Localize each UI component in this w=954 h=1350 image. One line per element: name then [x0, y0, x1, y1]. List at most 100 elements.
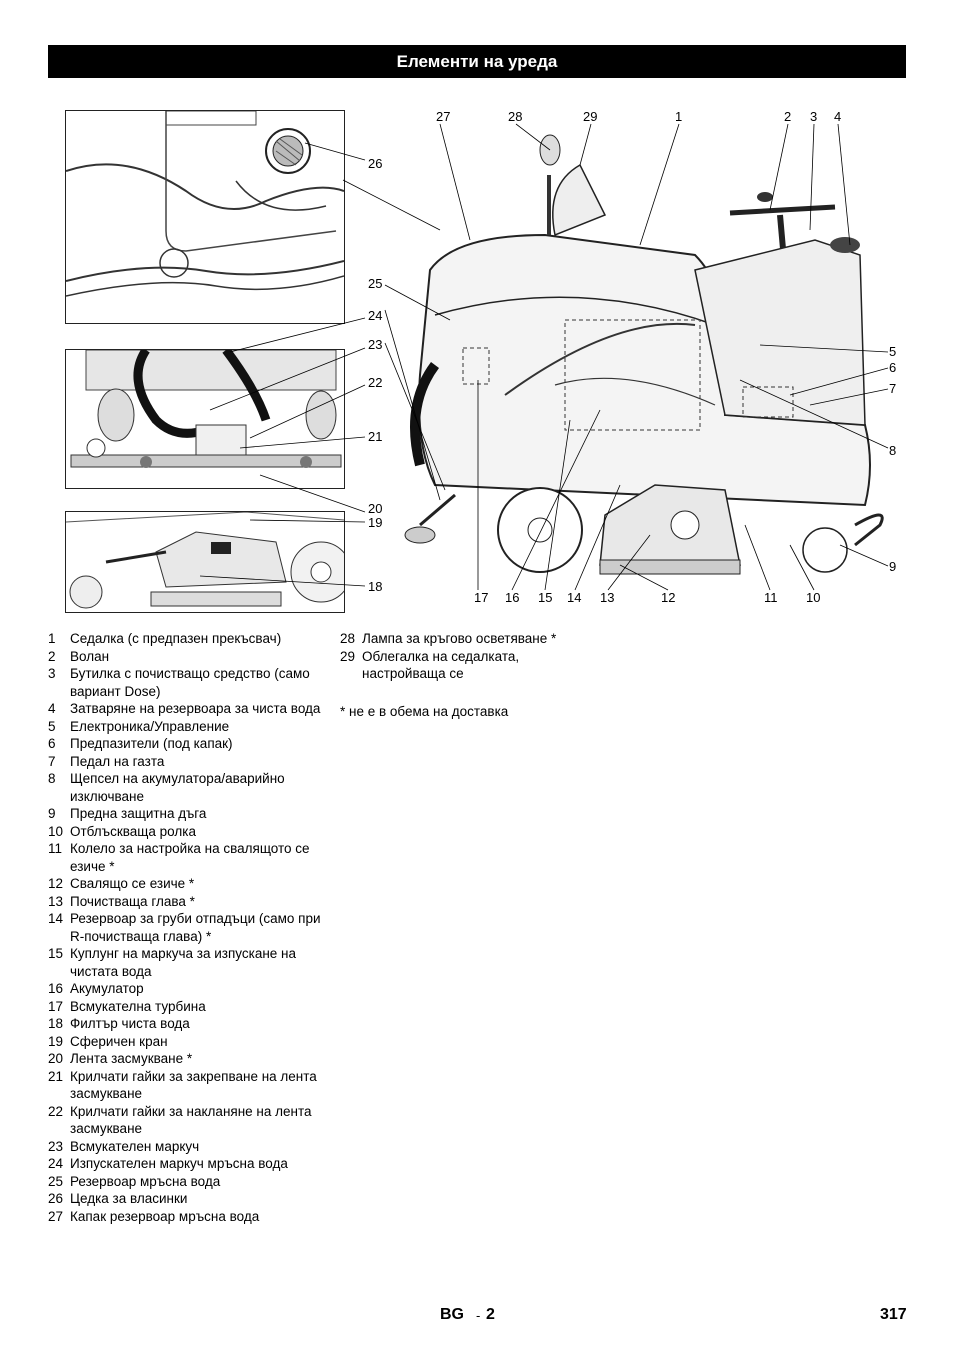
callout-10: 10	[806, 590, 821, 605]
callout-7: 7	[889, 381, 897, 396]
callout-25: 25	[368, 276, 383, 291]
legend-item-text: Куплунг на маркуча за изпускане на чиста…	[70, 946, 297, 979]
legend-item-number: 5	[48, 718, 56, 734]
callout-20: 20	[368, 501, 383, 516]
legend-item-number: 1	[48, 631, 56, 646]
legend-item-number: 13	[48, 893, 64, 909]
legend-item-number: 25	[48, 1173, 64, 1189]
legend-item-text: Крилчати гайки за накланяне на лента зас…	[70, 1103, 312, 1137]
legend-item-number: 3	[48, 666, 56, 681]
legend-item-text: Крилчати гайки за закрепване на лента за…	[70, 1068, 317, 1102]
legend-item-text: Затваряне на резервоара за чиста вода	[70, 701, 321, 716]
machine-illustration	[395, 125, 905, 580]
callout-22: 22	[368, 375, 383, 390]
callout-5: 5	[889, 344, 897, 359]
callout-17: 17	[474, 590, 489, 605]
legend-item-text: Предпазители (под капак)	[70, 736, 233, 751]
legend-item-text: Бутилка с почистващо средство (само вари…	[70, 666, 310, 699]
legend-item-text: Волан	[70, 648, 110, 664]
page-title: Елементи на уреда	[48, 45, 906, 78]
footer-language: BG	[440, 1306, 464, 1323]
legend-item-number: 8	[48, 771, 56, 786]
legend-item: 23 Всмукателен маркуч	[48, 1138, 328, 1156]
legend-item-text: Цедка за власинки	[70, 1191, 188, 1206]
callout-26: 26	[368, 156, 383, 171]
legend-item: 3 Бутилка с почистващо средство (само вар…	[48, 665, 328, 700]
legend-item-number: 21	[48, 1068, 64, 1084]
callout-15: 15	[538, 590, 553, 605]
legend-item-number: 17	[48, 998, 64, 1014]
legend-item: 19 Сферичен кран	[48, 1033, 328, 1051]
legend-item: 6 Предпазители (под капак)	[48, 735, 328, 753]
legend-item-text: Облегалка на седалката, настройваща се	[362, 648, 520, 682]
detail-image-lint-strainer	[65, 110, 345, 324]
legend-item-text: Резервоар мръсна вода	[70, 1173, 221, 1189]
callout-21: 21	[368, 429, 383, 444]
legend-item-number: 15	[48, 946, 64, 961]
legend-item-text: Всмукателен маркуч	[70, 1138, 200, 1154]
legend-item: 11 Колело за настройка на свалящото се ез…	[48, 840, 328, 875]
legend-item-number: 20	[48, 1051, 64, 1066]
callout-13: 13	[600, 590, 615, 605]
legend-item: 18 Филтър чиста вода	[48, 1015, 328, 1033]
legend-item-text: Резервоар за груби отпадъци (само при R-…	[70, 911, 321, 944]
callout-28: 28	[508, 109, 523, 124]
legend-item: 21 Крилчати гайки за закрепване на лента …	[48, 1068, 328, 1103]
callout-14: 14	[567, 590, 582, 605]
callout-27: 27	[436, 109, 451, 124]
legend-item-number: 22	[48, 1103, 64, 1119]
legend-item-text: Колело за настройка на свалящото се езич…	[70, 841, 310, 874]
legend-item-number: 7	[48, 753, 56, 769]
legend-item-text: Лента засмукване *	[70, 1051, 193, 1066]
legend-item: 15 Куплунг на маркуча за изпускане на чис…	[48, 945, 328, 980]
legend-item: 22 Крилчати гайки за накланяне на лента з…	[48, 1103, 328, 1138]
footer-separator: -	[476, 1308, 481, 1323]
legend-item-number: 6	[48, 736, 56, 751]
legend-item-number: 12	[48, 876, 64, 891]
legend-item: 24 Изпускателен маркуч мръсна вода	[48, 1155, 328, 1173]
legend-item-text: Филтър чиста вода	[70, 1016, 190, 1031]
legend-item: 17 Всмукателна турбина	[48, 998, 328, 1016]
detail-image-squeegee	[65, 349, 345, 489]
callout-1: 1	[675, 109, 683, 124]
legend-item-number: 18	[48, 1016, 64, 1031]
legend-item-number: 14	[48, 911, 64, 926]
legend-item-number: 9	[48, 806, 56, 821]
callout-8: 8	[889, 443, 897, 458]
callout-11: 11	[764, 590, 778, 605]
legend-item-text: Изпускателен маркуч мръсна вода	[70, 1156, 288, 1171]
legend-item: 4 Затваряне на резервоара за чиста вода	[48, 700, 328, 718]
legend-item: 14 Резервоар за груби отпадъци (само при …	[48, 910, 328, 945]
page-number: 317	[880, 1306, 907, 1323]
legend-item-text: Отблъскваща ролка	[70, 823, 196, 839]
legend-item-number: 11	[48, 841, 63, 856]
legend-item: 7 Педал на газта	[48, 753, 328, 771]
legend-item-number: 4	[48, 701, 56, 716]
legend-item-number: 24	[48, 1156, 64, 1171]
legend-item-text: Педал на газта	[70, 753, 165, 769]
callout-4: 4	[834, 109, 842, 124]
legend-item-text: Всмукателна турбина	[70, 998, 206, 1014]
legend-item: 25 Резервоар мръсна вода	[48, 1173, 328, 1191]
legend-item-text: Сферичен кран	[70, 1033, 168, 1049]
legend-item-number: 19	[48, 1033, 64, 1049]
callout-24: 24	[368, 308, 383, 323]
callout-23: 23	[368, 337, 383, 352]
callout-29: 29	[583, 109, 598, 124]
legend-item-number: 23	[48, 1138, 64, 1154]
footer-section: 2	[486, 1306, 495, 1323]
legend-item-number: 2	[48, 648, 56, 664]
legend-item: 20 Лента засмукване *	[48, 1050, 328, 1068]
legend-item-text: Лампа за кръгово осветяване *	[362, 631, 557, 646]
legend-item-text: Предна защитна дъга	[70, 806, 207, 821]
